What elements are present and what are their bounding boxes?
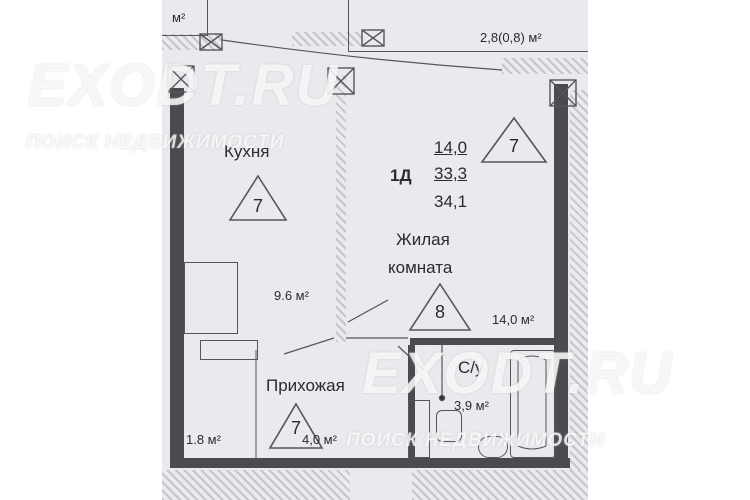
shower-riser [408, 400, 430, 458]
bottom-left-hatch [162, 470, 350, 500]
area-total-value: 33,3 [434, 164, 468, 183]
right-exterior-wall [554, 84, 568, 464]
closet-area-label: 1.8 м² [186, 432, 221, 447]
unit-floor-mark: 7 [508, 136, 519, 156]
watermark-tagline: ПОИСК НЕДВИЖИМОСТИ [26, 132, 285, 153]
living-floor-triangle [408, 282, 472, 331]
area-total-balcony-value: 34,1 [434, 192, 468, 211]
toilet [436, 410, 462, 442]
kitchen-floor-triangle [228, 174, 288, 221]
closet-outline [184, 262, 238, 334]
top-left-fragment-outline [162, 0, 208, 36]
kitchen-partition-hatch [336, 76, 346, 342]
hallway-name: Прихожая [266, 376, 345, 395]
column-marker-right [549, 79, 577, 107]
hallway-area-label: 4,0 м² [302, 432, 337, 447]
column-marker-top-middle [361, 29, 385, 47]
top-right-wall-hatch [502, 58, 588, 74]
top-left-wall-hatch [162, 34, 222, 50]
area-living-value: 14,0 [434, 138, 468, 157]
bottom-exterior-wall [170, 458, 570, 468]
balcony-outline [348, 0, 588, 52]
column-marker-middle [327, 67, 355, 95]
top-middle-wall-hatch [292, 32, 362, 46]
right-edge-hatch [570, 90, 588, 470]
living-name-line1: Жилая [396, 230, 450, 249]
hallway-floor-triangle [268, 402, 324, 449]
bathroom-area-label: 3,9 м² [454, 398, 489, 413]
watermark-brand: EXODT.RU [28, 53, 340, 118]
column-marker-top-left [199, 33, 223, 51]
living-floor-mark: 8 [434, 302, 445, 322]
apartment-code: 1Д [390, 166, 412, 185]
top-left-area-label: м² [172, 10, 186, 25]
bathroom-wall [408, 345, 415, 460]
unit-floor-triangle [480, 116, 548, 163]
column-marker-left [167, 65, 195, 93]
kitchen-area-label: 9.6 м² [274, 288, 309, 303]
left-exterior-wall [170, 88, 184, 464]
floor-plan: м² 2,8(0,8) м² Кухня 7 9.6 м² 1Д 14,0 33… [162, 0, 588, 500]
living-area-label: 14,0 м² [492, 312, 535, 327]
sink-basin [478, 436, 508, 458]
ventilation-box [200, 340, 258, 360]
bathtub [510, 350, 556, 458]
living-name-line2: комната [388, 258, 453, 277]
bathroom-top-wall [410, 338, 558, 345]
watermark-brand-right: EXODT.RU [362, 341, 674, 406]
balcony-area-label: 2,8(0,8) м² [480, 30, 542, 45]
plan-lines [167, 29, 577, 458]
bathroom-name: С/у [458, 358, 484, 377]
bottom-right-hatch [412, 470, 588, 500]
kitchen-name: Кухня [224, 142, 270, 161]
hallway-floor-mark: 7 [290, 418, 301, 438]
kitchen-floor-mark: 7 [252, 196, 263, 216]
watermark-tagline-right: ПОИСК НЕДВИЖИМОСТИ [346, 430, 605, 451]
